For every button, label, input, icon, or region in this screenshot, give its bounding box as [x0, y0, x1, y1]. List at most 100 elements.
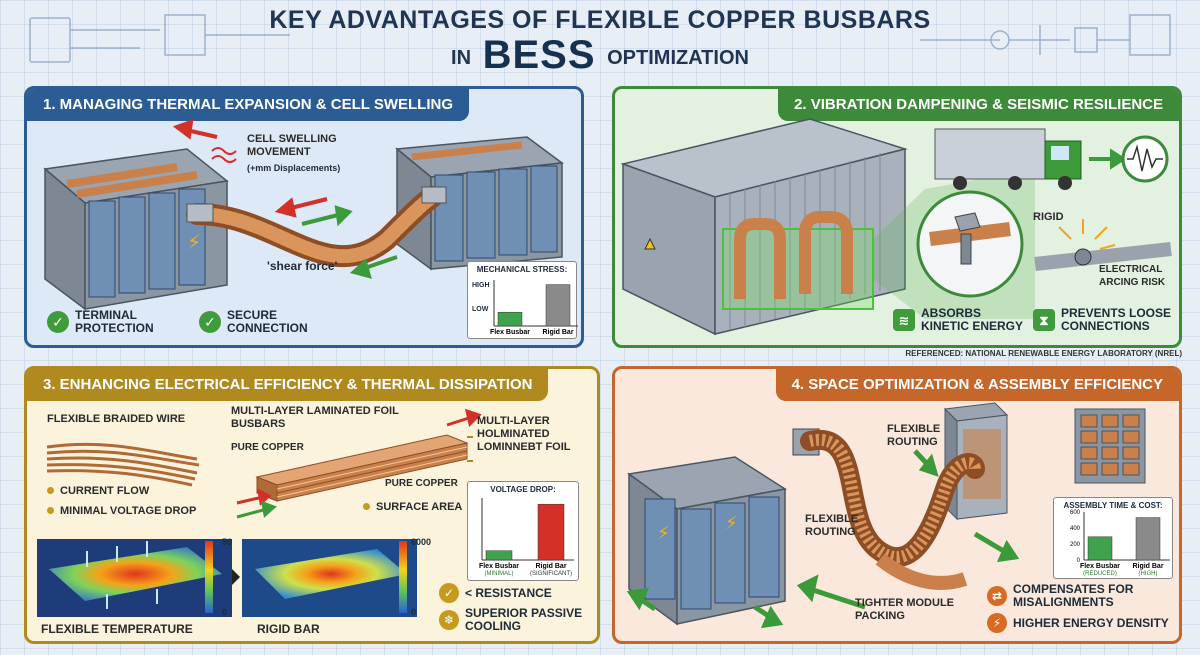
bar-1 — [545, 284, 571, 327]
panel-3-title: 3. ENHANCING ELECTRICAL EFFICIENCY & THE… — [27, 369, 549, 401]
feature-text: SECURE CONNECTION — [227, 308, 308, 335]
panel-electrical-efficiency: 3. ENHANCING ELECTRICAL EFFICIENCY & THE… — [24, 366, 600, 644]
bolt-terminal-left — [186, 203, 214, 223]
title-in: IN — [451, 47, 472, 69]
feature-text: ABSORBS KINETIC ENERGY — [921, 306, 1024, 333]
y-tick-2: 200 — [1070, 542, 1081, 548]
feature-absorbs-kinetic: ≋ ABSORBS KINETIC ENERGY — [893, 307, 1028, 333]
truck-icon — [934, 128, 1082, 190]
braided-wire-label: FLEXIBLE BRAIDED WIRE — [47, 413, 186, 425]
feature-text: COMPENSATES FOR MISALIGNMENTS — [1013, 582, 1134, 609]
bar-label-1: Rigid Bar — [542, 329, 573, 336]
holminated-label: MULTI-LAYER HOLMINATED LOMINNEBT FOIL — [477, 415, 571, 453]
feature-terminal-protection: ✓ TERMINAL PROTECTION — [47, 309, 197, 335]
bar-0 — [1087, 536, 1113, 561]
circuit-decoration — [29, 14, 1171, 63]
y-tick-0: 600 — [1070, 510, 1081, 516]
tighter-packing-label: TIGHTER MODULE PACKING — [855, 597, 954, 622]
feature-secure-connection: ✓ SECURE CONNECTION — [199, 309, 349, 335]
shear-force-label: 'shear force' — [267, 259, 338, 273]
bar-label-1: Rigid Bar — [535, 563, 566, 570]
storage-rack — [1074, 408, 1146, 484]
bar-sub-1: (SIGNIFICANT) — [530, 571, 572, 577]
panel-space-optimization: 4. SPACE OPTIMIZATION & ASSEMBLY EFFICIE… — [612, 366, 1182, 644]
y-label-high: HIGH — [472, 282, 490, 289]
arcing-risk-label: ELECTRICAL ARCING RISK — [1099, 264, 1166, 288]
surface-area-label: SURFACE AREA — [363, 501, 462, 514]
feature-text: HIGHER ENERGY DENSITY — [1013, 615, 1169, 630]
thermal-left-label: FLEXIBLE TEMPERATURE — [41, 622, 193, 636]
flexible-routing-top-label: FLEXIBLE ROUTING — [887, 423, 941, 448]
snowflake-icon: ❄ — [439, 610, 459, 630]
spark-icon — [1058, 219, 1116, 250]
chart-title: ASSEMBLY TIME & COST: — [1063, 501, 1163, 510]
feature-energy-density: ⚡ HIGHER ENERGY DENSITY — [987, 613, 1177, 633]
chart-title: MECHANICAL STRESS: — [476, 265, 568, 274]
shear-arrow-red — [274, 197, 328, 218]
bar-label-1: Rigid Bar — [1132, 563, 1163, 570]
bar-label-0: Flex Busbar — [1080, 563, 1120, 570]
title-line-2: IN BESS OPTIMIZATION — [451, 33, 749, 78]
arrow-right-icon — [1089, 148, 1127, 170]
flexible-routing-mid-label: FLEXIBLE ROUTING — [805, 513, 859, 538]
cell-swelling-label: CELL SWELLING MOVEMENT — [247, 133, 337, 158]
seismic-wave-icon — [1121, 135, 1169, 183]
panel-vibration: 2. VIBRATION DAMPENING & SEISMIC RESILIE… — [612, 86, 1182, 348]
svg-text:⚡: ⚡ — [725, 513, 738, 534]
y-label-low: LOW — [472, 306, 489, 313]
bolt-terminal-right — [421, 186, 447, 204]
displacement-label: (+mm Displacements) — [247, 163, 341, 173]
panel-4-title: 4. SPACE OPTIMIZATION & ASSEMBLY EFFICIE… — [775, 369, 1179, 401]
bar-label-0: Flex Busbar — [479, 563, 519, 570]
feature-text: PREVENTS LOOSE CONNECTIONS — [1061, 306, 1172, 333]
feature-text: < RESISTANCE — [465, 585, 552, 600]
scale-right-min: 0 — [411, 607, 417, 617]
pure-copper-label-2: PURE COPPER — [385, 478, 458, 489]
battery-modules-illustration: ⚡ — [43, 119, 564, 311]
voltage-drop-text: MINIMAL VOLTAGE DROP — [47, 505, 196, 518]
pure-copper-label-1: PURE COPPER — [231, 442, 304, 453]
check-circle-icon: ✓ — [47, 311, 69, 333]
panel-2-title: 2. VIBRATION DAMPENING & SEISMIC RESILIE… — [778, 89, 1179, 121]
packing-arrow — [626, 449, 1020, 629]
scale-left-min: 0 — [222, 607, 228, 617]
hourglass-icon: ⧗ — [1033, 309, 1055, 331]
feature-text: TERMINAL PROTECTION — [75, 308, 154, 335]
feature-prevents-loose: ⧗ PREVENTS LOOSE CONNECTIONS — [1033, 306, 1179, 333]
rigid-label: RIGID — [1033, 211, 1064, 223]
assembly-cost-bars: Flex Busbar(REDUCED)Rigid Bar(HIGH)60040… — [1070, 510, 1170, 577]
bess-container — [620, 118, 908, 336]
feature-passive-cooling: ❄ SUPERIOR PASSIVE COOLING — [439, 606, 597, 633]
feature-text: SUPERIOR PASSIVE COOLING — [465, 606, 583, 633]
y-tick-3: 0 — [1077, 558, 1081, 564]
container-illustration — [620, 118, 1172, 336]
title-optimization: OPTIMIZATION — [607, 47, 749, 69]
share-icon: ⇄ — [987, 586, 1007, 606]
braided-wire — [46, 442, 200, 487]
svg-text:⚡: ⚡ — [657, 523, 670, 544]
bar-sub-1: (HIGH) — [1139, 571, 1158, 577]
mechanical-stress-bars: Flex Busbar Rigid Bar — [490, 280, 578, 336]
voltage-drop-bars: Flex Busbar(MINIMAL) Rigid Bar(SIGNIFICAN… — [479, 498, 574, 577]
reference-note: REFERENCED: NATIONAL RENEWABLE ENERGY LA… — [905, 349, 1182, 358]
bar-label-0: Flex Busbar — [490, 329, 530, 336]
bar-0 — [485, 550, 513, 561]
right-battery-module — [395, 136, 564, 271]
voltage-drop-chart: VOLTAGE DROP: Flex Busbar(MINIMAL) Rigid … — [467, 481, 579, 581]
chart-title: VOLTAGE DROP: — [490, 485, 556, 494]
bar-1 — [537, 503, 565, 561]
thermal-right-label: RIGID BAR — [257, 622, 320, 636]
busbar-comparison-illustration — [37, 408, 482, 617]
check-icon: ✓ — [439, 583, 459, 603]
page-title: KEY ADVANTAGES OF FLEXIBLE COPPER BUSBAR… — [0, 6, 1200, 78]
compact-battery-module: ⚡ ⚡ — [627, 456, 788, 626]
bar-0 — [497, 311, 523, 327]
current-flow-label: CURRENT FLOW — [47, 485, 149, 498]
feature-misalignments: ⇄ COMPENSATES FOR MISALIGNMENTS — [987, 583, 1177, 609]
title-line-1: KEY ADVANTAGES OF FLEXIBLE COPPER BUSBAR… — [269, 6, 931, 34]
scale-left-max: 50 — [222, 537, 233, 547]
title-bess: BESS — [482, 33, 596, 77]
check-circle-icon: ✓ — [199, 311, 221, 333]
bar-sub-0: (MINIMAL) — [485, 571, 514, 577]
bar-sub-0: (REDUCED) — [1083, 571, 1117, 577]
